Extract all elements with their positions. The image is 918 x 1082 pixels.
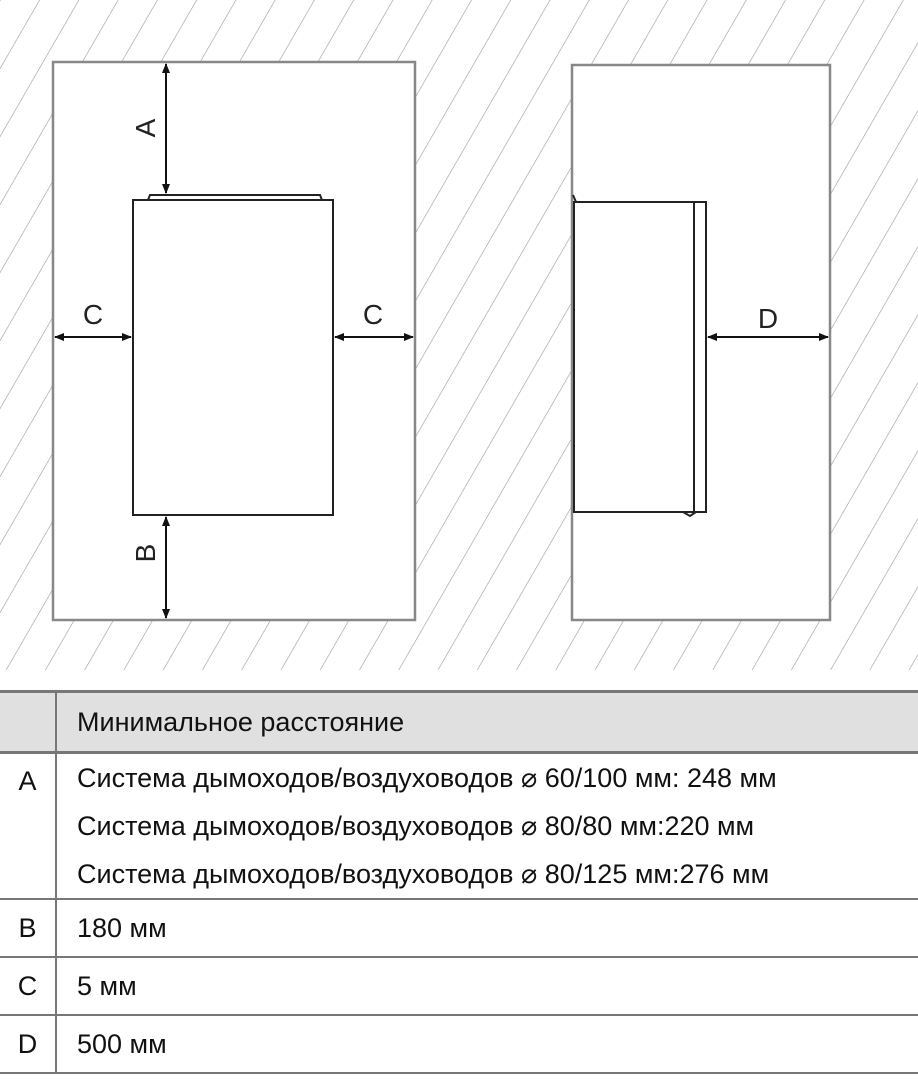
value-line: Система дымоходов/воздуховодов ⌀ 80/125 … <box>77 859 770 889</box>
front-view: A B C C <box>51 60 417 622</box>
row-key: A <box>0 751 57 900</box>
label-c-right: C <box>363 299 383 330</box>
row-value: 500 мм <box>55 1014 918 1074</box>
boiler-side <box>573 201 707 513</box>
value-line: Система дымоходов/воздуховодов ⌀ 80/80 м… <box>77 811 755 841</box>
label-d: D <box>758 303 778 334</box>
clearance-table: Минимальное расстояние A Система дымоход… <box>0 690 918 1074</box>
header-title: Минимальное расстояние <box>55 690 918 754</box>
row-key: C <box>0 956 57 1016</box>
row-value: 180 мм <box>55 898 918 958</box>
side-view: D <box>570 63 832 622</box>
label-b: B <box>130 544 161 563</box>
value-line: Система дымоходов/воздуховодов ⌀ 60/100 … <box>77 763 777 793</box>
table-row: C 5 мм <box>0 956 918 1016</box>
table-row: B 180 мм <box>0 898 918 958</box>
label-c-left: C <box>83 299 103 330</box>
table-header-row: Минимальное расстояние <box>0 690 918 754</box>
row-key: B <box>0 898 57 958</box>
table-row: A Система дымоходов/воздуховодов ⌀ 60/10… <box>0 751 918 900</box>
clearance-diagram: A B C C D <box>0 0 918 670</box>
table-row: D 500 мм <box>0 1014 918 1074</box>
header-key-cell <box>0 690 57 754</box>
row-value: 5 мм <box>55 956 918 1016</box>
boiler-side-bracket <box>572 194 697 518</box>
row-key: D <box>0 1014 57 1074</box>
row-value: Система дымоходов/воздуховодов ⌀ 60/100 … <box>55 751 918 900</box>
boiler-front <box>132 199 334 516</box>
boiler-front-top <box>147 194 323 201</box>
label-a: A <box>130 118 161 137</box>
